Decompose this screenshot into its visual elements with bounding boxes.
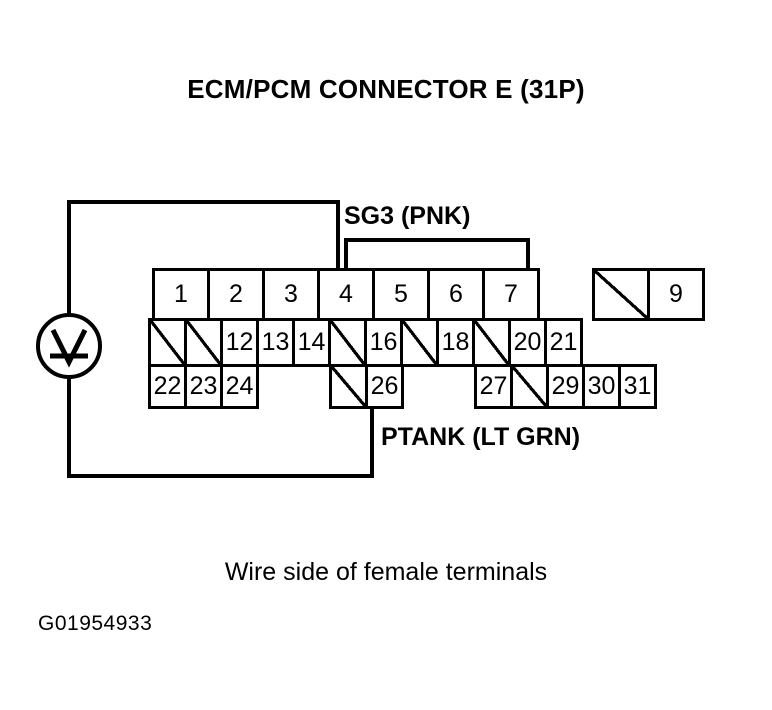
wire-upper-drop-to-sg3 [336, 200, 340, 272]
connector-pin-24: 24 [220, 364, 259, 409]
connector-blank-cavity [400, 318, 439, 367]
wire-lower-horizontal [67, 474, 374, 478]
connector-pin-2: 2 [207, 268, 265, 321]
connector-spacer [537, 268, 595, 321]
page-title: ECM/PCM CONNECTOR E (31P) [187, 74, 585, 104]
figure-caption: Wire side of female terminals [224, 558, 548, 586]
connector-blank-cavity [592, 268, 650, 321]
wire-voltmeter-top-stub [67, 200, 71, 315]
connector-pin-23: 23 [184, 364, 223, 409]
connector-pin-12: 12 [220, 318, 259, 367]
wire-upper-horizontal [67, 200, 340, 204]
connector-spacer [401, 364, 477, 409]
connector-pin-14: 14 [292, 318, 331, 367]
connector-pin-13: 13 [256, 318, 295, 367]
connector-pin-26: 26 [365, 364, 404, 409]
figure-code: G01954933 [38, 612, 153, 635]
connector-pin-1: 1 [152, 268, 210, 321]
connector-pin-30: 30 [582, 364, 621, 409]
signal-label-sg3: SG3 (PNK) [344, 202, 471, 230]
connector-pin-29: 29 [546, 364, 585, 409]
connector-blank-cavity [328, 318, 367, 367]
connector-pin-5: 5 [372, 268, 430, 321]
connector-pin-3: 3 [262, 268, 320, 321]
connector-pin-21: 21 [544, 318, 583, 367]
connector-spacer [256, 364, 332, 409]
connector-pin-9: 9 [647, 268, 705, 321]
voltmeter-symbol [36, 313, 102, 379]
connector-pin-4: 4 [317, 268, 375, 321]
connector-pin-18: 18 [436, 318, 475, 367]
connector-blank-cavity [148, 318, 187, 367]
signal-label-ptank: PTANK (LT GRN) [381, 423, 581, 451]
connector-pin-22: 22 [148, 364, 187, 409]
connector-blank-cavity [510, 364, 549, 409]
voltmeter-v-glyph [50, 328, 88, 368]
connector-pin-7: 7 [482, 268, 540, 321]
voltmeter-circle [36, 313, 102, 379]
wire-sg3-bracket-right-leg [526, 238, 530, 272]
wire-sg3-bracket-left-leg [344, 238, 348, 272]
connector-blank-cavity [184, 318, 223, 367]
wire-ptank-riser [370, 406, 374, 474]
connector-pin-31: 31 [618, 364, 657, 409]
wire-sg3-bracket [344, 238, 530, 242]
connector-pin-6: 6 [427, 268, 485, 321]
connector-pin-20: 20 [508, 318, 547, 367]
connector-pin-16: 16 [364, 318, 403, 367]
wire-voltmeter-bottom-stub [67, 377, 71, 478]
connector-pin-27: 27 [474, 364, 513, 409]
connector-blank-cavity [329, 364, 368, 409]
connector-blank-cavity [472, 318, 511, 367]
